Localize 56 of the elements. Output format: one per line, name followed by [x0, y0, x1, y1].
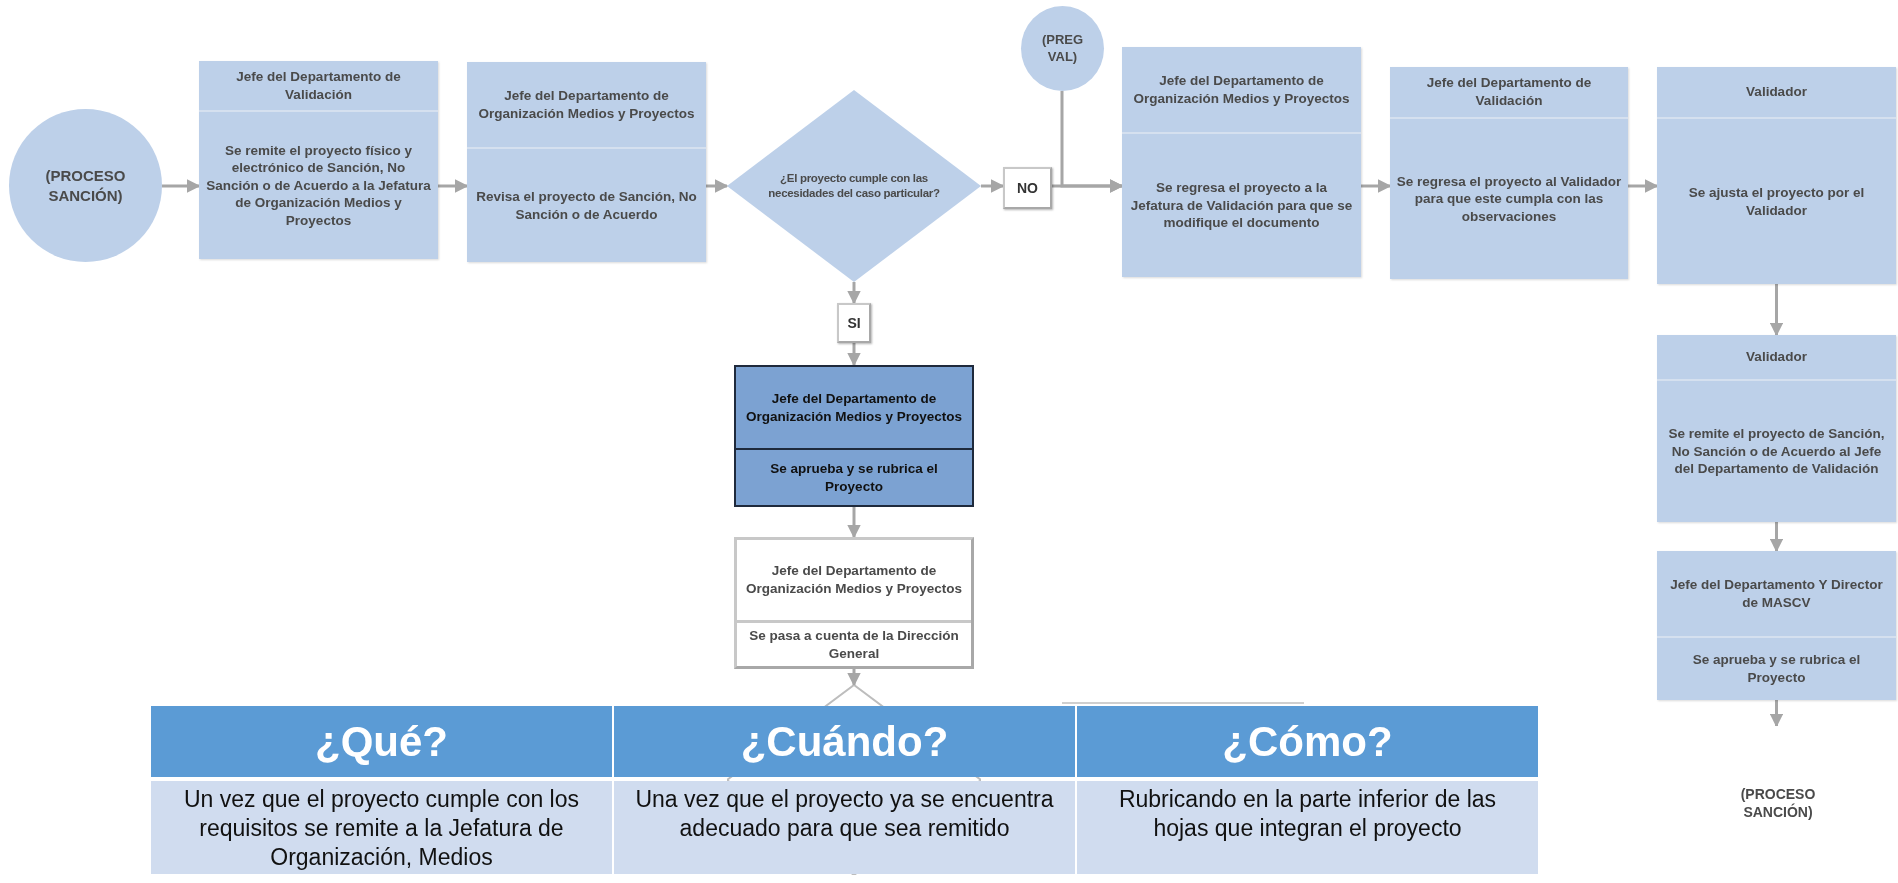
column-header: ¿Cómo? [1077, 706, 1538, 777]
role-heading: Jefe del Departamento de Organización Medios y Proyectos [744, 562, 964, 598]
arrow [1769, 284, 1784, 337]
arrow [162, 179, 201, 193]
arrow [1628, 179, 1659, 193]
arrow [847, 507, 861, 539]
arrow [1060, 91, 1124, 193]
process-box [1122, 47, 1361, 277]
process-box [1390, 67, 1628, 279]
arrow [847, 282, 861, 305]
arrow [438, 179, 469, 193]
arrow [1361, 179, 1392, 193]
table-cell: Una vez que el proyecto ya se encuentra adecuado para que sea remitido [614, 781, 1075, 874]
step-text: Se remite el proyecto de Sanción, No Sanción o de Acuerdo al Jefe del Departamento de Validación [1667, 425, 1886, 478]
column-header: ¿Cuándo? [614, 706, 1075, 777]
process-box [467, 62, 706, 262]
decision-diamond [727, 90, 981, 282]
step-text: Se aprueba y se rubrica el Proyecto [769, 459, 939, 496]
arrow [706, 179, 729, 193]
role-heading: Validador [1746, 348, 1807, 366]
step-text: Se regresa el proyecto a la Jefatura de Validación para que se modifique el documento [1129, 179, 1354, 232]
circle-label: (PROCESO SANCIÓN) [1739, 784, 1817, 822]
process-box [734, 537, 974, 669]
process-box [199, 61, 438, 259]
step-text: Se aprueba y se rubrica el Proyecto [1691, 651, 1862, 687]
step-text: Se regresa el proyecto al Validador para que este cumpla con las observaciones [1396, 172, 1622, 226]
role-heading: Jefe del Departamento de Organización Medios y Proyectos [1132, 71, 1351, 108]
arrow [847, 669, 861, 687]
decision-label: NO [1017, 178, 1038, 198]
role-heading: Jefe del Departamento de Organización Medios y Proyectos [477, 86, 696, 123]
process-box [1657, 67, 1896, 284]
table-cell: Rubricando en la parte inferior de las hojas que integran el proyecto [1077, 781, 1538, 874]
role-heading: Jefe del Departamento de Validación [235, 67, 402, 104]
role-heading: Validador [1746, 83, 1807, 101]
role-heading: Jefe del Departamento Y Director de MASCV [1669, 575, 1884, 612]
circle-label: (PROCESO SANCIÓN) [44, 166, 127, 205]
arrow [981, 179, 1005, 193]
process-box [1657, 335, 1896, 522]
arrow [1769, 700, 1784, 728]
arrow [1769, 522, 1784, 553]
role-heading: Jefe del Departamento de Organización Medios y Proyectos [744, 389, 964, 426]
step-text: Se remite el proyecto físico y electrónico de Sanción, No Sanción o de Acuerdo a la Jefatura de Organización Medios y Proyectos [205, 141, 432, 230]
circle-label: (PREG VAL) [1040, 31, 1085, 66]
arrow [847, 343, 861, 367]
question-text: ¿El proyecto cumple con las necesidades del caso particular? [767, 171, 941, 201]
step-text: Se ajusta el proyecto por el Validador [1687, 183, 1866, 220]
role-heading: Jefe del Departamento de Validación [1425, 74, 1593, 110]
step-text: Se pasa a cuenta de la Dirección General [748, 626, 960, 663]
process-box [1657, 551, 1896, 700]
answer-box [1003, 167, 1052, 209]
answer-box [837, 303, 871, 343]
table-cell: Un vez que el proyecto cumple con los requisitos se remite a la Jefatura de Organización, Medios [151, 781, 612, 874]
step-text: Revisa el proyecto de Sanción, No Sanción o de Acuerdo [475, 187, 698, 224]
decision-label: SI [847, 313, 861, 333]
column-header: ¿Qué? [151, 706, 612, 777]
process-box [734, 365, 974, 507]
